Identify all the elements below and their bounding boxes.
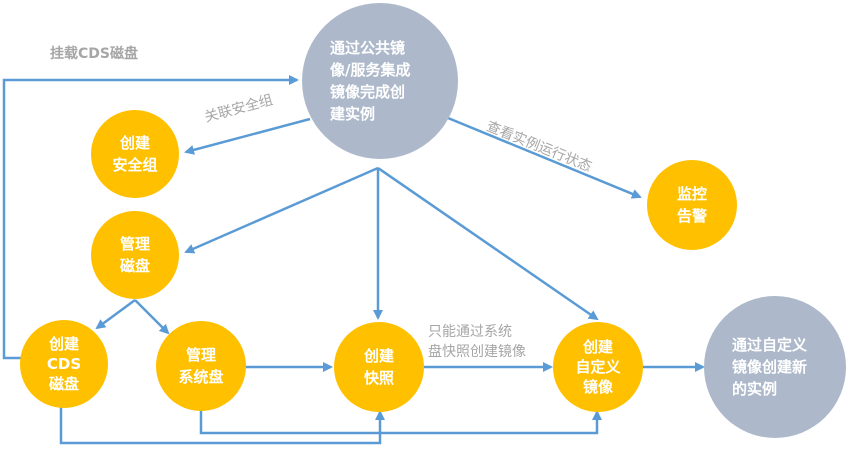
edge-to-manage-disk <box>184 166 379 254</box>
node-label: 创建 快照 <box>363 347 394 387</box>
node-label: 通过公共镜 像/服务集成 镜像完成创 建实例 <box>330 39 411 123</box>
node-manage-system-disk: 管理 系统盘 <box>156 321 246 411</box>
label-attach-cds-disk: 挂载CDS磁盘 <box>50 46 138 62</box>
edge-view-instance-status <box>447 116 642 199</box>
node-create-security-group: 创建 安全组 <box>91 110 179 198</box>
node-label: 管理 磁盘 <box>119 235 150 275</box>
node-label: 监控 告警 <box>676 185 707 225</box>
edge-associate-security-group <box>184 117 311 155</box>
label-snapshot-only-system-disk: 只能通过系统 盘快照创建镜像 <box>428 324 526 360</box>
node-create-cds-disk: 创建 CDS 磁盘 <box>20 320 108 408</box>
node-label: 创建 自定义 镜像 <box>575 338 621 396</box>
edge-attach-cds-disk <box>2 75 299 360</box>
node-custom-image-instance: 通过自定义 镜像创建新 的实例 <box>704 296 846 438</box>
node-label: 通过自定义 镜像创建新 的实例 <box>732 336 808 398</box>
edge-manage-disk-to-system <box>134 299 170 335</box>
node-public-image-instance: 通过公共镜 像/服务集成 镜像完成创 建实例 <box>302 3 458 159</box>
edge-to-custom-image <box>377 166 599 321</box>
node-create-custom-image: 创建 自定义 镜像 <box>553 322 643 412</box>
edge-system-to-custom-image <box>199 410 602 435</box>
edge-manage-disk-to-cds <box>95 298 136 330</box>
node-create-snapshot: 创建 快照 <box>334 322 424 412</box>
node-label: 创建 CDS 磁盘 <box>46 335 82 393</box>
node-label: 创建 安全组 <box>112 134 158 174</box>
node-label: 管理 系统盘 <box>178 346 224 386</box>
edge-cds-to-snapshot <box>59 405 385 445</box>
node-monitor-alert: 监控 告警 <box>647 160 737 250</box>
node-manage-disk: 管理 磁盘 <box>91 211 179 299</box>
